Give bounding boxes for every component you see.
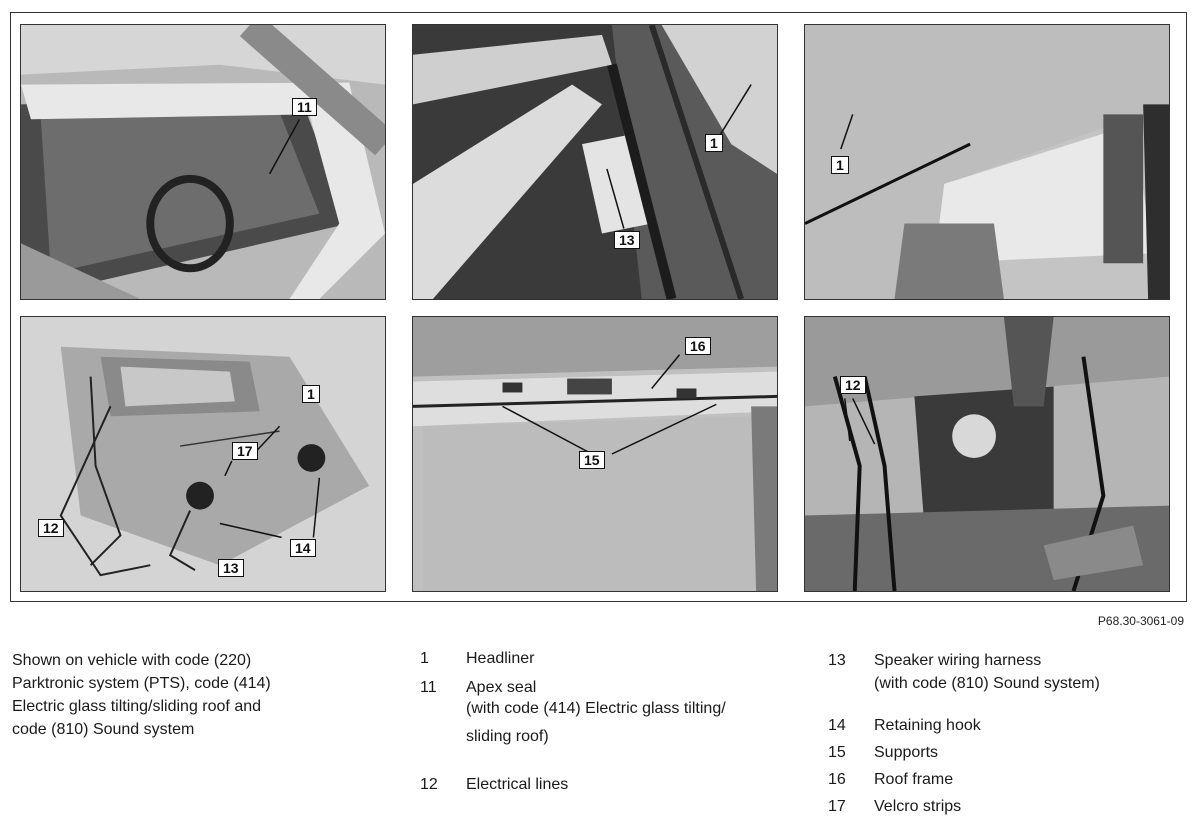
callout-17-panel4: 17 <box>232 442 258 460</box>
legend-number: 13 <box>828 652 846 669</box>
caption-line: Parktronic system (PTS), code (414) <box>12 675 271 692</box>
callout-16-panel5: 16 <box>685 337 711 355</box>
legend-label: Speaker wiring harness <box>874 652 1042 669</box>
legend-label: Apex seal <box>466 679 537 696</box>
legend-label: Electrical lines <box>466 776 569 793</box>
callout-12-panel4: 12 <box>38 519 64 537</box>
photo-apex-seal <box>21 25 385 299</box>
callout-12-panel6: 12 <box>840 376 866 394</box>
photo-panel-apex-seal <box>20 24 386 300</box>
legend-number: 16 <box>828 771 846 788</box>
legend-label: Velcro strips <box>874 798 962 815</box>
vehicle-code-caption: Shown on vehicle with code (220) Parktro… <box>12 649 332 741</box>
callout-1-panel2: 1 <box>705 134 723 152</box>
photo-panel-headliner <box>20 316 386 592</box>
legend-sublabel: sliding roof) <box>466 728 549 745</box>
callout-13-panel2: 13 <box>614 231 640 249</box>
legend-number: 14 <box>828 717 846 734</box>
legend-number: 17 <box>828 798 846 815</box>
legend-number: 15 <box>828 744 846 761</box>
legend-number: 12 <box>420 776 438 793</box>
caption-line: Shown on vehicle with code (220) <box>12 652 252 669</box>
callout-1-panel4: 1 <box>302 385 320 403</box>
callout-11-panel1: 11 <box>292 98 317 116</box>
legend-sublabel: (with code (810) Sound system) <box>874 675 1100 692</box>
legend-column-1: 1 Headliner 11 Apex seal (with code (414… <box>420 650 800 810</box>
photo-a-pillar <box>413 25 777 299</box>
callout-13-panel4: 13 <box>218 559 244 577</box>
photo-electrical-lines <box>805 317 1169 591</box>
legend-label: Retaining hook <box>874 717 981 734</box>
photo-rear-pillar <box>805 25 1169 299</box>
photo-panel-electrical-lines <box>804 316 1170 592</box>
callout-15-panel5: 15 <box>579 451 605 469</box>
legend-number: 1 <box>420 650 429 667</box>
legend-column-2: 13 Speaker wiring harness (with code (81… <box>828 652 1188 820</box>
legend-label: Roof frame <box>874 771 954 788</box>
legend-number: 11 <box>420 679 437 696</box>
legend-label: Headliner <box>466 650 535 667</box>
photo-panel-rear-pillar <box>804 24 1170 300</box>
photo-headliner <box>21 317 385 591</box>
photo-panel-a-pillar <box>412 24 778 300</box>
callout-14-panel4: 14 <box>290 539 316 557</box>
caption-line: Electric glass tilting/sliding roof and <box>12 698 262 715</box>
legend-sublabel: (with code (414) Electric glass tilting/ <box>466 700 726 717</box>
legend-label: Supports <box>874 744 939 761</box>
callout-1-panel3: 1 <box>831 156 849 174</box>
figure-code: P68.30-3061-09 <box>1097 614 1184 628</box>
caption-line: code (810) Sound system <box>12 721 195 738</box>
